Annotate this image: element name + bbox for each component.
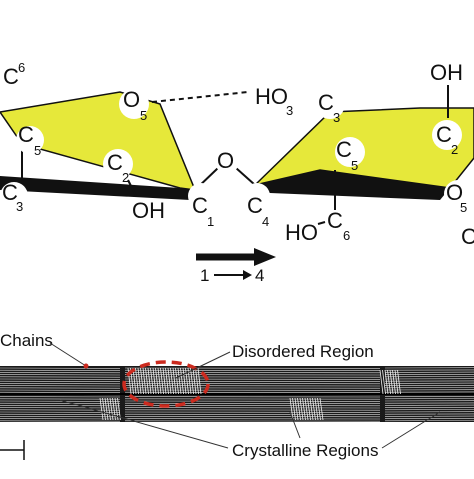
atom-c1: C <box>192 193 208 218</box>
atom-c1-sub: 1 <box>207 214 214 229</box>
atom-o5-right-sub: 5 <box>460 200 467 215</box>
atom-c5-right: C <box>336 137 352 162</box>
atom-bridge-o: O <box>217 148 234 173</box>
linkage-from: 1 <box>200 266 209 285</box>
atom-c6-left-sub: 6 <box>18 60 25 75</box>
atom-ho-c6: HO <box>285 220 318 245</box>
atom-c4-sub: 4 <box>262 214 269 229</box>
atom-c3-right: C <box>318 90 334 115</box>
bond-c6-ho <box>318 222 325 224</box>
fiber-bundle <box>0 366 474 422</box>
atom-c6-right: C <box>327 208 343 233</box>
linkage-indicator: 1 4 <box>196 248 276 285</box>
leader-chains <box>50 343 86 366</box>
atom-c4: C <box>247 193 263 218</box>
label-disordered: Disordered Region <box>232 342 374 361</box>
atom-c3-left-sub: 3 <box>16 199 23 214</box>
atom-c5-left: C <box>18 122 34 147</box>
atom-c6-left: C <box>3 64 19 89</box>
atom-oh-right: OH <box>430 60 463 85</box>
atom-edge-c: C <box>461 224 474 249</box>
atom-c2-left-sub: 2 <box>122 170 129 185</box>
atom-c3-right-sub: 3 <box>333 110 340 125</box>
label-crystalline: Crystalline Regions <box>232 441 378 460</box>
atom-c6-right-sub: 6 <box>343 228 350 243</box>
linkage-to: 4 <box>255 266 264 285</box>
atom-c5-left-sub: 5 <box>34 143 41 158</box>
atom-o5-left-sub: 5 <box>140 108 147 123</box>
atom-c2-right: C <box>436 122 452 147</box>
atom-c2-left: C <box>107 150 123 175</box>
leader-chains-dot <box>84 364 89 369</box>
hydrogen-bond <box>152 92 248 102</box>
bond-o-c4 <box>236 168 255 185</box>
linkage-arrowhead <box>254 248 276 266</box>
atom-c2-right-sub: 2 <box>451 142 458 157</box>
linkage-small-arrowhead <box>243 270 252 280</box>
atom-ho3-sub: 3 <box>286 103 293 118</box>
atom-oh-left: OH <box>132 198 165 223</box>
atom-c5-right-sub: 5 <box>351 158 358 173</box>
label-chains: Chains <box>0 331 53 350</box>
atom-o5-left: O <box>123 87 140 112</box>
atom-ho3: HO <box>255 84 288 109</box>
